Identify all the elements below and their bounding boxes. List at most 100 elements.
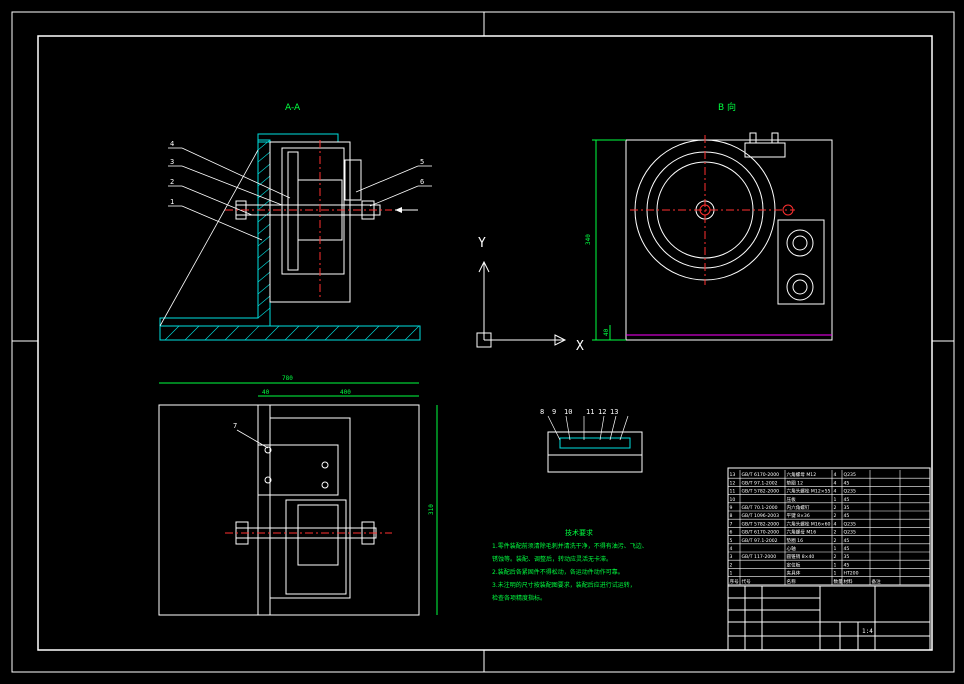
fixture-body — [269, 141, 351, 303]
parts-cell: 8 — [730, 513, 733, 519]
parts-cell: 1 — [730, 571, 733, 577]
parts-cell: 4 — [834, 521, 837, 527]
parts-cell: 10 — [730, 497, 736, 503]
bolt-hole-3 — [321, 461, 329, 469]
parts-cell: 13 — [730, 472, 736, 478]
outer-border — [11, 11, 955, 673]
parts-cell: Q235 — [844, 472, 856, 478]
parts-header-cell: 数量 — [834, 578, 844, 585]
parts-cell: 12 — [730, 480, 736, 486]
dim-base-h: 40 — [603, 328, 610, 336]
parts-cell: Q235 — [844, 521, 856, 527]
callout-2: 2 — [170, 178, 174, 186]
top-view: 780 40 400 310 7 — [158, 375, 438, 616]
parts-cell: 1 — [834, 562, 837, 568]
callout-7: 7 — [233, 422, 237, 430]
parts-cell: 3 — [730, 554, 733, 560]
parts-cell: 45 — [844, 562, 850, 568]
parts-header-cell: 材料 — [844, 578, 854, 585]
parts-cell: 1 — [834, 571, 837, 577]
parts-cell: GB/T 5782-2000 — [742, 489, 780, 495]
tech-title: 技术要求 — [565, 528, 593, 537]
top-view-frame — [158, 404, 420, 616]
parts-cell: 2 — [730, 562, 733, 568]
disc-flange — [287, 151, 299, 271]
parts-cell: 45 — [844, 497, 850, 503]
parts-cell: GB/T 6170-2000 — [742, 472, 780, 478]
inner-border — [37, 35, 933, 651]
parts-cell: 圆锥销 8×40 — [787, 553, 815, 560]
view-b-label: B 向 — [718, 101, 736, 113]
leader-8 — [547, 415, 561, 441]
title-block: 1:4 — [728, 585, 930, 650]
callout-10: 10 — [564, 408, 572, 416]
tech-line-5: 检查各项精度指标。 — [492, 594, 546, 602]
callout-5: 5 — [420, 158, 424, 166]
tech-line-1: 1.零件装配前须清除毛刺并清洗干净，不得有油污、飞边、 — [492, 542, 648, 550]
port-top-inner — [792, 235, 808, 251]
dim-overall: 780 — [282, 375, 293, 382]
tech-requirements: 技术要求 1.零件装配前须清除毛刺并清洗干净，不得有油污、飞边、 锈蚀等。装配、… — [492, 528, 648, 602]
parts-cell: 45 — [844, 538, 850, 544]
detail-frame — [547, 431, 643, 473]
parts-cell: 45 — [844, 480, 850, 486]
ucs-x-label: X — [576, 339, 584, 354]
parts-cell: GB/T 5782-2000 — [742, 521, 780, 527]
scale-label: 1:4 — [862, 628, 873, 635]
ucs-origin-box — [476, 332, 492, 348]
parts-cell: 压板 — [787, 496, 797, 503]
port-bottom-inner — [792, 279, 808, 295]
parts-cell: 1 — [834, 497, 837, 503]
parts-cell: 35 — [844, 554, 850, 560]
parts-cell: 2 — [834, 554, 837, 560]
side-block — [777, 219, 825, 305]
parts-cell: Q235 — [844, 530, 856, 536]
parts-cell: 六角头螺栓 M12×55 — [787, 488, 831, 495]
hatch-lines — [164, 139, 420, 341]
callout-3: 3 — [170, 158, 174, 166]
ucs-y-arrow — [478, 260, 490, 273]
top-lug — [744, 142, 786, 158]
parts-cell: GB/T 97.1-2002 — [742, 480, 778, 486]
parts-cell: 6 — [730, 530, 733, 536]
parts-cell: 4 — [834, 472, 837, 478]
port-bottom — [786, 273, 814, 301]
clamp-block — [344, 159, 362, 201]
parts-cell: 垫圈 12 — [787, 479, 804, 486]
parts-cell: 7 — [730, 521, 733, 527]
detail-plate — [559, 437, 631, 449]
parts-cell: 2 — [834, 505, 837, 511]
disc-housing — [281, 147, 345, 275]
parts-cell: 9 — [730, 505, 733, 511]
section-view-a-a: A-A — [159, 103, 432, 341]
view-b: B 向 340 40 — [585, 101, 833, 341]
parts-header-cell: 名称 — [787, 578, 797, 585]
parts-cell: GB/T 70.1-2000 — [742, 505, 778, 511]
parts-cell: 5 — [730, 538, 733, 544]
dim-height-b: 340 — [585, 234, 592, 245]
leaders-a-a — [159, 147, 432, 327]
bracket-outline — [159, 139, 271, 327]
callout-9: 9 — [552, 408, 556, 416]
leader-9 — [565, 415, 571, 441]
parts-cell: GB/T 97.1-2002 — [742, 538, 778, 544]
callout-8: 8 — [540, 408, 544, 416]
leader-11 — [599, 415, 605, 441]
parts-cell: 45 — [844, 546, 850, 552]
bolt-b — [771, 132, 779, 144]
bolt-a — [749, 132, 757, 144]
clamp-plate — [257, 444, 339, 496]
tech-line-2: 锈蚀等。装配、调整后，转动应灵活无卡滞。 — [492, 555, 612, 563]
parts-cell: 45 — [844, 513, 850, 519]
parts-cell: 35 — [844, 505, 850, 511]
parts-cell: 六角螺母 M16 — [787, 529, 817, 536]
parts-cell: 2 — [834, 513, 837, 519]
parts-cell: HT200 — [844, 571, 859, 577]
port-top — [786, 229, 814, 257]
parts-cell: 平键 8×36 — [787, 512, 810, 519]
parts-cell: GB/T 6170-2000 — [742, 530, 780, 536]
top-disc — [285, 499, 347, 595]
leader-7 — [236, 429, 269, 449]
callout-1: 1 — [170, 198, 174, 206]
dim-inner: 400 — [340, 389, 351, 396]
